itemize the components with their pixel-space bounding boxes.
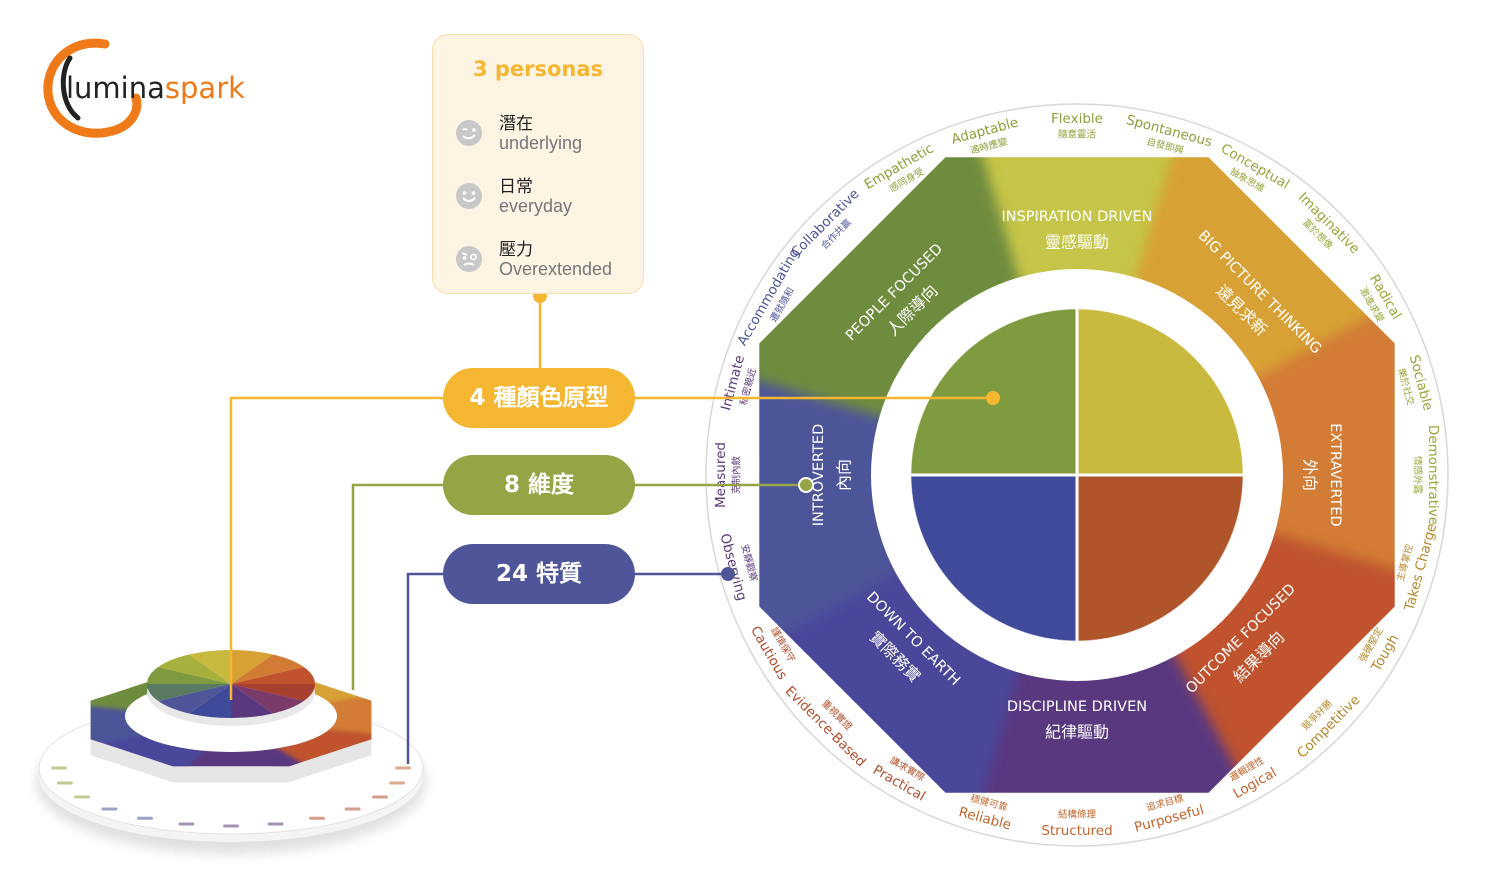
dimension-label-en: INSPIRATION DRIVEN bbox=[1001, 209, 1152, 225]
smirk-face-icon bbox=[456, 120, 482, 146]
dimension-label-cn: 外向 bbox=[1301, 459, 1320, 491]
level-pill-archetypes: 4 種顏色原型 bbox=[443, 368, 635, 428]
archetype-quadrant bbox=[1077, 309, 1243, 475]
trait-label-en: Structured bbox=[1041, 823, 1112, 839]
logo-name-bold: spark bbox=[165, 71, 245, 105]
persona-row-overextended: 壓力 Overextended bbox=[455, 233, 635, 283]
octagon-outline bbox=[757, 155, 1397, 795]
dimension-label: DISCIPLINE DRIVEN 紀律驅動 bbox=[1007, 699, 1147, 742]
luminaspark-logo: luminaspark bbox=[43, 38, 245, 138]
mini-trait-mark bbox=[344, 807, 361, 811]
trait-label-en: Demonstrative bbox=[1425, 425, 1441, 525]
connector-dimension-left bbox=[351, 483, 443, 690]
mini-disc-segment bbox=[147, 667, 231, 684]
trait-label: Flexible 隨意靈活 bbox=[1051, 111, 1103, 141]
archetype-quadrant bbox=[911, 475, 1077, 641]
dimension-label-cn: 紀律驅動 bbox=[1045, 723, 1109, 742]
connector-dot-archetype bbox=[986, 391, 1000, 405]
mini-disc-segment bbox=[231, 684, 273, 718]
dimension-label-en: INTROVERTED bbox=[811, 424, 827, 527]
persona-en: Overextended bbox=[499, 259, 613, 279]
dimension-label-cn: 靈感驅動 bbox=[1045, 233, 1109, 252]
mini-trait-mark bbox=[56, 781, 73, 785]
archetype-quadrant bbox=[1077, 475, 1243, 641]
persona-en: everyday bbox=[499, 196, 573, 216]
mini-trait-mark bbox=[51, 766, 67, 770]
trait-label-cn: 隨意靈活 bbox=[1058, 129, 1097, 141]
persona-en: underlying bbox=[499, 133, 583, 153]
mini-disc-segment bbox=[158, 684, 231, 714]
connector-lines bbox=[229, 289, 1000, 764]
personas-card: 3 personas 潛在 underlying 日常 everyday 壓力 bbox=[432, 34, 644, 294]
trait-label: Structured 結構條理 bbox=[1041, 809, 1112, 840]
persona-cn: 潛在 bbox=[499, 114, 533, 134]
archetype-disc bbox=[910, 308, 1244, 642]
mini-trait-mark bbox=[371, 795, 388, 799]
logo-swoosh-icon bbox=[43, 38, 142, 138]
mini-trait-mark bbox=[309, 816, 325, 820]
persona-row-everyday: 日常 everyday bbox=[455, 170, 635, 220]
logo-brush-icon bbox=[60, 55, 81, 121]
trait-label-cn: 情感外露 bbox=[1412, 456, 1424, 495]
mini-trait-mark bbox=[178, 822, 195, 826]
mini-disc-segment bbox=[189, 684, 231, 718]
personas-title: 3 personas bbox=[472, 57, 604, 81]
mini-disc-segment bbox=[189, 650, 231, 684]
dimension-label-cn: 內向 bbox=[835, 459, 854, 491]
mini-3d-model bbox=[36, 650, 426, 854]
dimension-label-en: EXTRAVERTED bbox=[1327, 423, 1343, 526]
mini-disc-segment bbox=[231, 654, 304, 684]
level-pill-traits: 24 特質 bbox=[443, 544, 635, 604]
connector-trait-left bbox=[406, 572, 443, 764]
svg-text:luminaspark: luminaspark bbox=[66, 71, 245, 105]
trait-label-cn: 結構條理 bbox=[1058, 809, 1097, 821]
mini-disc-segment bbox=[231, 684, 304, 714]
mini-disc-segment bbox=[158, 654, 231, 684]
persona-cn: 日常 bbox=[499, 177, 533, 197]
mini-trait-mark bbox=[137, 816, 153, 820]
stressed-face-icon bbox=[456, 246, 482, 272]
mini-disc-segment bbox=[231, 650, 273, 684]
connector-archetype-left bbox=[229, 396, 443, 700]
dimension-label: EXTRAVERTED 外向 bbox=[1301, 423, 1344, 526]
trait-label-en: Measured bbox=[713, 442, 729, 508]
mini-disc-segment bbox=[147, 684, 231, 701]
dimension-label-en: DISCIPLINE DRIVEN bbox=[1007, 699, 1147, 715]
smile-face-icon bbox=[456, 183, 482, 209]
mini-trait-mark bbox=[389, 781, 406, 785]
logo-name-light: lumina bbox=[66, 71, 165, 105]
mini-trait-mark bbox=[395, 766, 411, 770]
mini-trait-mark bbox=[223, 824, 239, 828]
trait-label-cn: 克制內斂 bbox=[731, 456, 743, 495]
connector-dot-trait bbox=[721, 567, 735, 581]
trait-label-en: Flexible bbox=[1051, 111, 1103, 127]
mini-disc-segment bbox=[231, 684, 315, 701]
persona-row-underlying: 潛在 underlying bbox=[455, 107, 635, 157]
mini-trait-mark bbox=[74, 795, 91, 799]
persona-cn: 壓力 bbox=[499, 240, 533, 260]
mini-trait-mark bbox=[267, 822, 284, 826]
connector-dot-dimension bbox=[798, 477, 814, 493]
dimension-label: INSPIRATION DRIVEN 靈感驅動 bbox=[1001, 209, 1152, 252]
mini-disc-segment bbox=[231, 667, 315, 684]
dimension-label: INTROVERTED 內向 bbox=[811, 424, 854, 527]
mini-trait-mark bbox=[101, 807, 118, 811]
level-pill-dimensions: 8 維度 bbox=[443, 455, 635, 515]
